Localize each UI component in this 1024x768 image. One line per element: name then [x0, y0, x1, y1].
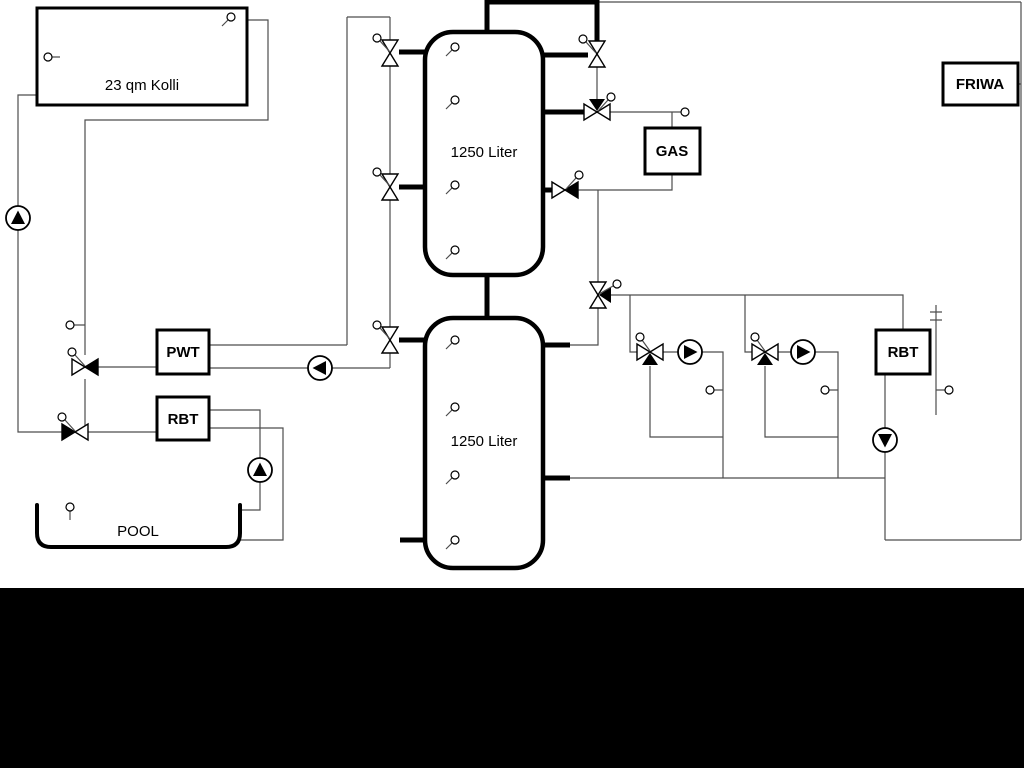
friwa-box [941, 61, 1020, 107]
tank-top-header-pipe [484, 0, 600, 41]
buffer-tank-top [422, 29, 546, 278]
pwt-circuit-lines [98, 16, 391, 369]
friwa-label: FRIWA [956, 76, 1004, 93]
collector-sensor-icon [226, 12, 236, 22]
boiler-lines [577, 67, 681, 283]
rbt-right-box [874, 328, 932, 376]
actuator-circle-icon [578, 34, 588, 44]
boiler-line-sensor-icon [680, 107, 690, 117]
pool-sensor-icon [65, 502, 75, 512]
actuator-circle-icon [67, 347, 77, 357]
actuator-circle-icon [372, 33, 382, 43]
tank-sensor-icon [450, 245, 460, 255]
solar-collector-label: 23 qm Kolli [105, 77, 179, 94]
valve-actuators [57, 33, 766, 432]
black-footer-band [0, 588, 1024, 768]
dhw-circulation-pump-icon [872, 427, 898, 453]
circuit-2-sensor-icon [820, 385, 830, 395]
buffer-tank-bottom-label: 1250 Liter [451, 433, 518, 450]
tank-top-upper-valve-icon [381, 39, 399, 67]
heating-circuit-1-pump-icon [677, 339, 703, 365]
rbt-right-label: RBT [888, 344, 919, 361]
pool-label: POOL [117, 523, 159, 540]
actuator-circle-icon [574, 170, 584, 180]
tank-sensor-icon [450, 95, 460, 105]
tank-bottom-valve-icon [381, 326, 399, 354]
pool-basin [35, 503, 242, 549]
heating-circuit-2-lines [744, 295, 839, 478]
pool-valve-branch-icon [62, 424, 74, 440]
gas-boiler-box [643, 126, 702, 176]
heating-circuit-2-pump-icon [790, 339, 816, 365]
circuit-1-sensor-icon [705, 385, 715, 395]
tank-stub-pipes [399, 49, 588, 543]
actuator-circle-icon [635, 332, 645, 342]
heating-header-lines [570, 294, 904, 479]
tank-sensor-icon [450, 535, 460, 545]
tank-sensor-icon [450, 180, 460, 190]
solar-collector-box [35, 6, 249, 107]
solar-line-sensor-icon [65, 320, 75, 330]
tank-sensor-icon [450, 402, 460, 412]
collector-sensor-icon [43, 52, 53, 62]
actuator-circle-icon [57, 412, 67, 422]
rbt-left-box [155, 395, 211, 442]
temperature-sensors [43, 12, 954, 550]
pool-circuit-lines [88, 409, 284, 541]
actuator-stems [64, 40, 766, 432]
solar-valve-branch-icon [86, 359, 98, 375]
tank-top-right-valve-icon [588, 40, 606, 68]
gas-boiler-label: GAS [656, 143, 689, 160]
pool-pump-icon [247, 457, 273, 483]
solar-circuit-lines [17, 19, 269, 433]
buffer-tank-top-label: 1250 Liter [451, 144, 518, 161]
tank-sensor-icon [450, 42, 460, 52]
solar-pump-icon [5, 205, 31, 231]
pwt-box [155, 328, 211, 376]
actuator-circle-icon [750, 332, 760, 342]
buffer-tank-bottom [422, 315, 546, 571]
actuator-circle-icon [612, 279, 622, 289]
actuator-circle-icon [606, 92, 616, 102]
pwt-label: PWT [166, 344, 199, 361]
pwt-charge-pump-icon [307, 355, 333, 381]
tank-sensor-icon [450, 335, 460, 345]
dhw-sensor-icon [944, 385, 954, 395]
heating-circuit-1-lines [629, 295, 724, 478]
boiler-return-valve-branch-icon [566, 182, 578, 198]
rbt-left-label: RBT [168, 411, 199, 428]
tank-top-lower-valve-icon [381, 173, 399, 201]
tank-sensor-icon [450, 470, 460, 480]
sensor-stems [52, 19, 453, 550]
actuator-circle-icon [372, 167, 382, 177]
actuator-circle-icon [372, 320, 382, 330]
